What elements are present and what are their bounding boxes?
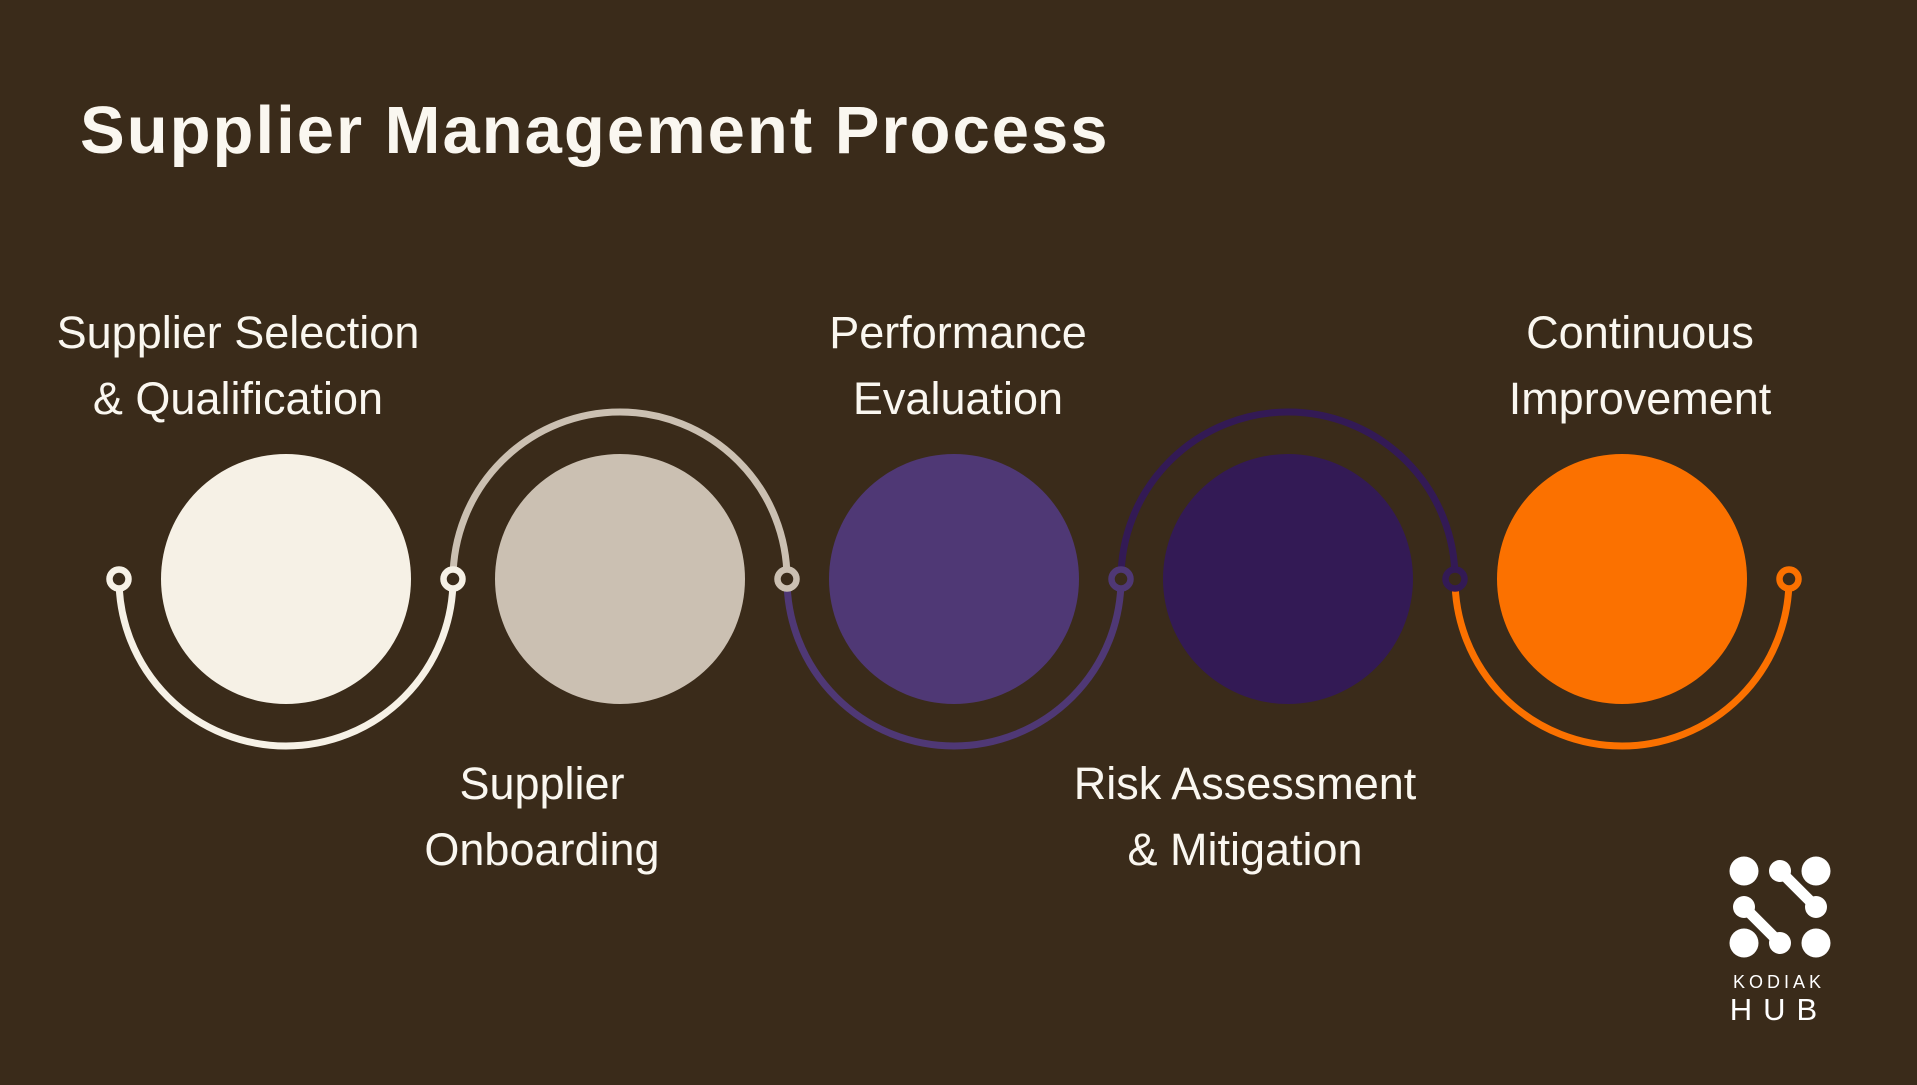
step-label-1-line1: Supplier Selection (56, 307, 420, 358)
step-label-5-line2: Improvement (1508, 373, 1772, 424)
step-label-1-line2: & Qualification (92, 373, 384, 424)
connector-node-6 (1776, 566, 1802, 592)
connector-node-3 (774, 566, 800, 592)
logo-wordmark-hub: HUB (1729, 992, 1829, 1027)
step-label-1: Supplier Selection & Qualification (57, 300, 420, 432)
step-label-2-line2: Onboarding (424, 824, 660, 875)
step-label-4-line2: & Mitigation (1127, 824, 1363, 875)
step-label-2: Supplier Onboarding (424, 751, 659, 883)
step-circle-2 (495, 454, 745, 704)
step-label-3: Performance Evaluation (829, 300, 1087, 432)
logo-dot-icon (1733, 896, 1755, 918)
step-circle-1 (161, 454, 411, 704)
page-title: Supplier Management Process (80, 93, 1110, 168)
connector-arc-1 (115, 578, 457, 750)
step-label-3-line2: Evaluation (852, 373, 1064, 424)
step-label-3-line1: Performance (829, 307, 1087, 358)
logo-dot-icon (1801, 856, 1831, 886)
connector-arc-3 (783, 578, 1125, 750)
logo-dot-icon (1769, 932, 1791, 954)
connector-node-5 (1442, 566, 1468, 592)
logo-dot-icon (1801, 928, 1831, 958)
logo-dot-icon (1805, 896, 1827, 918)
connector-arc-2 (449, 408, 791, 580)
step-label-2-line1: Supplier (459, 758, 625, 809)
logo-wordmark-kodiak: KODIAK (1732, 972, 1826, 992)
logo-dot-icon (1729, 856, 1759, 886)
step-label-4: Risk Assessment & Mitigation (1074, 751, 1417, 883)
kodiak-hub-logo-icon (1729, 856, 1831, 958)
connector-arc-5 (1451, 578, 1793, 750)
connector-node-4 (1108, 566, 1134, 592)
logo-dot-icon (1769, 860, 1791, 882)
step-circle-5 (1497, 454, 1747, 704)
connector-arc-4 (1117, 408, 1459, 580)
logo-dot-icon (1729, 928, 1759, 958)
step-circle-3 (829, 454, 1079, 704)
connector-node-1 (106, 566, 132, 592)
step-label-5: Continuous Improvement (1509, 300, 1772, 432)
connector-node-2 (440, 566, 466, 592)
step-label-4-line1: Risk Assessment (1073, 758, 1417, 809)
step-label-5-line1: Continuous (1526, 307, 1754, 358)
step-circle-4 (1163, 454, 1413, 704)
